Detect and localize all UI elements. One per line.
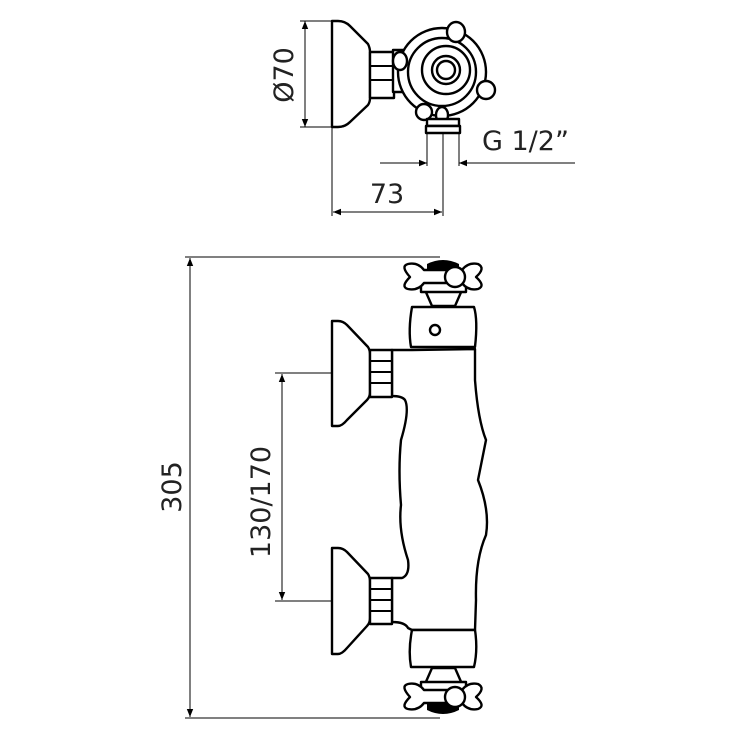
top-view: Ø70 73 G 1/2” [269, 19, 575, 216]
diameter-dimension: Ø70 [269, 20, 332, 128]
cap-screw [428, 323, 442, 337]
depth-label: 73 [370, 179, 404, 210]
top-cap [408, 305, 478, 349]
lower-wall-flange [330, 546, 372, 656]
bottom-cross-handle [403, 666, 483, 714]
wall-flange [330, 19, 372, 129]
spacing-dimension: 130/170 [246, 372, 332, 602]
thread-dimension: G 1/2” [380, 126, 575, 167]
front-view: 305 130/170 [157, 256, 489, 719]
coupling-nut [368, 50, 396, 100]
mixer-body [390, 347, 489, 632]
spacing-label: 130/170 [246, 446, 277, 558]
lower-coupling [368, 576, 394, 626]
top-cross-handle [403, 260, 483, 308]
depth-dimension: 73 [331, 127, 444, 216]
diameter-label: Ø70 [269, 47, 300, 103]
thread-label: G 1/2” [482, 126, 569, 157]
height-dimension: 305 [157, 256, 440, 719]
height-label: 305 [157, 461, 188, 513]
bottom-cap [408, 628, 478, 669]
cross-handle-top-view [391, 20, 497, 125]
upper-wall-flange [330, 319, 372, 428]
upper-coupling [368, 348, 394, 399]
outlet-connector [424, 117, 462, 135]
